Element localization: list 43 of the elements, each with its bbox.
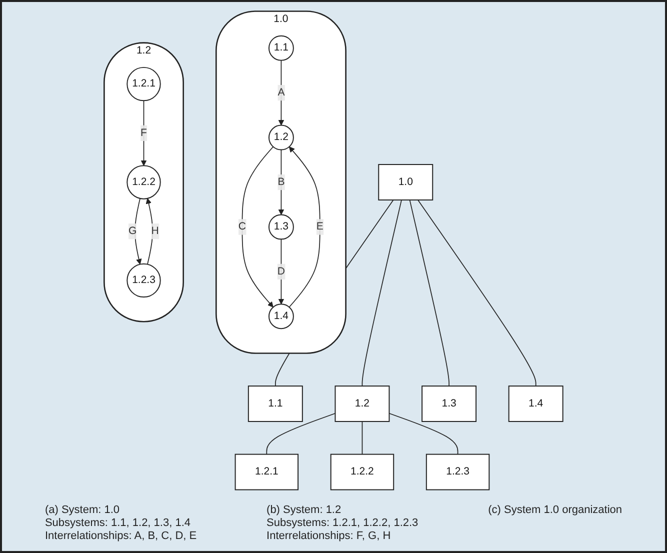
connector: [362, 421, 363, 455]
node-box: 1.2: [334, 386, 390, 422]
edge-label: E: [316, 221, 324, 232]
node-circle: 1.2: [268, 124, 294, 150]
node-box: 1.2.2: [330, 454, 394, 490]
node-circle: 1.3: [268, 214, 294, 240]
edge-label: D: [277, 266, 285, 277]
node-circle: 1.2.3: [126, 263, 161, 298]
connector: [418, 200, 536, 386]
caption-text: (a) System: 1.0: [44, 504, 121, 516]
arrow: [134, 198, 142, 264]
edge-label: A: [278, 86, 285, 98]
caption-text: (c) System 1.0 organization: [488, 504, 622, 516]
edge-label: G: [128, 225, 137, 237]
node-circle: 1.2.2: [126, 165, 161, 200]
arrow: [278, 60, 284, 126]
node-circle: 1.2.1: [126, 66, 161, 102]
caption-text: Subsystems: 1.2.1, 1.2.2, 1.2.3: [266, 517, 418, 529]
connector: [362, 200, 402, 386]
node-box: 1.2.3: [426, 454, 490, 490]
arrow: [278, 149, 284, 215]
node-circle: 1.1: [268, 35, 294, 61]
node-box: 1.0: [378, 164, 434, 200]
connector: [266, 412, 336, 455]
edge-label: C: [238, 221, 246, 232]
edge-label: B: [278, 176, 285, 188]
node-box: 1.4: [508, 386, 564, 422]
edge-label: F: [140, 127, 147, 138]
caption-text: Interrelationships: A, B, C, D, E: [44, 530, 197, 542]
caption-text: Subsystems: 1.1, 1.2, 1.3, 1.4: [44, 517, 192, 529]
node-box: 1.3: [422, 386, 477, 422]
arrow: [288, 146, 320, 308]
arrow: [242, 146, 274, 308]
edge-label: H: [151, 225, 159, 237]
node-box: 1.2.1: [234, 454, 299, 490]
connector: [409, 200, 450, 386]
arrow: [140, 100, 147, 166]
connector: [388, 412, 458, 455]
caption-text: (b) System: 1.2: [266, 504, 342, 516]
arrow: [278, 238, 284, 304]
node-circle: 1.4: [268, 304, 294, 330]
caption-text: Interrelationships: F, G, H: [266, 530, 392, 542]
node-box: 1.1: [248, 386, 303, 422]
